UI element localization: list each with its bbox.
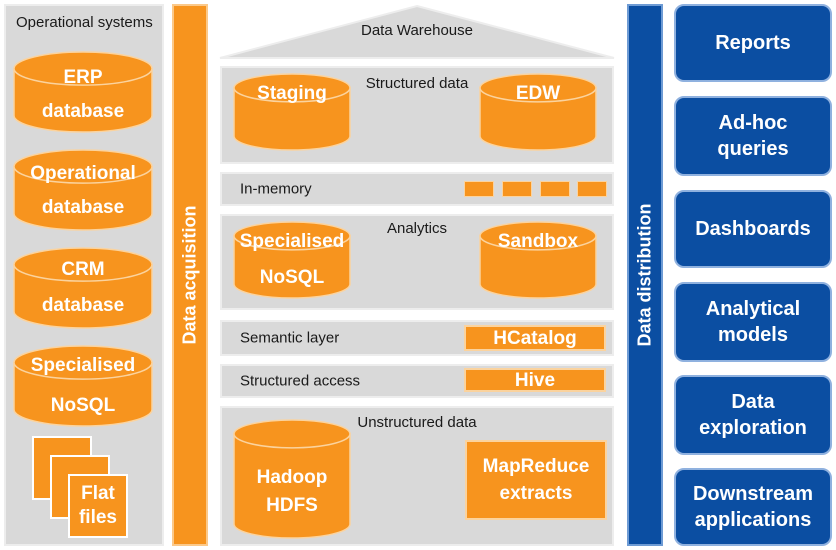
nosql-source-label-2: NoSQL [50, 395, 116, 416]
in-memory-label: In-memory [240, 180, 312, 198]
mapreduce-label-2: extracts [499, 483, 573, 504]
data-acquisition-bar: Data acquisition [172, 4, 208, 546]
staging-label: Staging [257, 83, 327, 104]
erp-label-1: ERP [63, 67, 103, 88]
flat-files-label-2: files [78, 507, 118, 528]
flat-files-icon: Flat files [68, 474, 128, 538]
hadoop-label-1: Hadoop [256, 467, 328, 488]
hcatalog-box: HCatalog [464, 325, 606, 351]
hadoop-hdfs-database: Hadoop HDFS [233, 419, 351, 539]
analytical-label-2: models [717, 324, 788, 346]
analytics-nosql-database: Specialised NoSQL [233, 221, 351, 299]
analytical-label-1: Analytical [705, 298, 801, 320]
structured-access-label: Structured access [240, 372, 361, 390]
memory-block-icon [540, 181, 570, 197]
memory-block-icon [577, 181, 607, 197]
warehouse-roof [219, 4, 615, 59]
analytics-nosql-label-1: Specialised [239, 231, 345, 252]
warehouse-title: Data Warehouse [360, 22, 473, 39]
reports-output: Reports [674, 4, 832, 82]
analytics-title: Analytics [386, 220, 448, 237]
analytics-nosql-label-2: NoSQL [259, 267, 325, 288]
crm-label-1: CRM [61, 259, 105, 280]
dashboards-label: Dashboards [695, 218, 811, 240]
semantic-layer-label: Semantic layer [240, 329, 340, 347]
adhoc-label-1: Ad-hoc [718, 112, 788, 134]
adhoc-queries-output: Ad-hoc queries [674, 96, 832, 176]
mapreduce-extracts-box: MapReduce extracts [465, 440, 607, 520]
flat-files-label-1: Flat [81, 483, 115, 504]
operational-label-2: database [41, 197, 125, 218]
operational-database: Operational database [13, 149, 153, 231]
hive-box: Hive [464, 368, 606, 392]
staging-database: Staging [233, 73, 351, 151]
data-exploration-output: Data exploration [674, 375, 832, 455]
data-distribution-bar: Data distribution [627, 4, 663, 546]
crm-label-2: database [41, 295, 125, 316]
memory-block-icon [502, 181, 532, 197]
structured-data-title: Structured data [365, 75, 469, 92]
operational-label-1: Operational [30, 163, 136, 184]
unstructured-data-title: Unstructured data [357, 414, 477, 431]
downstream-label-2: applications [694, 509, 812, 531]
reports-label: Reports [715, 32, 791, 54]
hadoop-label-2: HDFS [266, 495, 318, 516]
dashboards-output: Dashboards [674, 190, 832, 268]
specialised-nosql-source: Specialised NoSQL [13, 345, 153, 427]
memory-block-icon [464, 181, 494, 197]
adhoc-label-2: queries [717, 138, 789, 160]
mapreduce-label-1: MapReduce [482, 456, 590, 477]
erp-label-2: database [41, 101, 125, 122]
downstream-label-1: Downstream [692, 483, 814, 505]
data-acquisition-label: Data acquisition [179, 205, 200, 345]
data-distribution-label: Data distribution [634, 203, 655, 347]
sandbox-database: Sandbox [479, 221, 597, 299]
sandbox-label: Sandbox [497, 231, 579, 252]
edw-database: EDW [479, 73, 597, 151]
erp-database: ERP database [13, 51, 153, 133]
crm-database: CRM database [13, 247, 153, 329]
downstream-applications-output: Downstream applications [674, 468, 832, 546]
exploration-label-1: Data [731, 391, 775, 413]
exploration-label-2: exploration [699, 417, 807, 439]
operational-systems-title: Operational systems [16, 14, 153, 31]
nosql-source-label-1: Specialised [30, 355, 136, 376]
analytical-models-output: Analytical models [674, 282, 832, 362]
edw-label: EDW [515, 83, 561, 104]
